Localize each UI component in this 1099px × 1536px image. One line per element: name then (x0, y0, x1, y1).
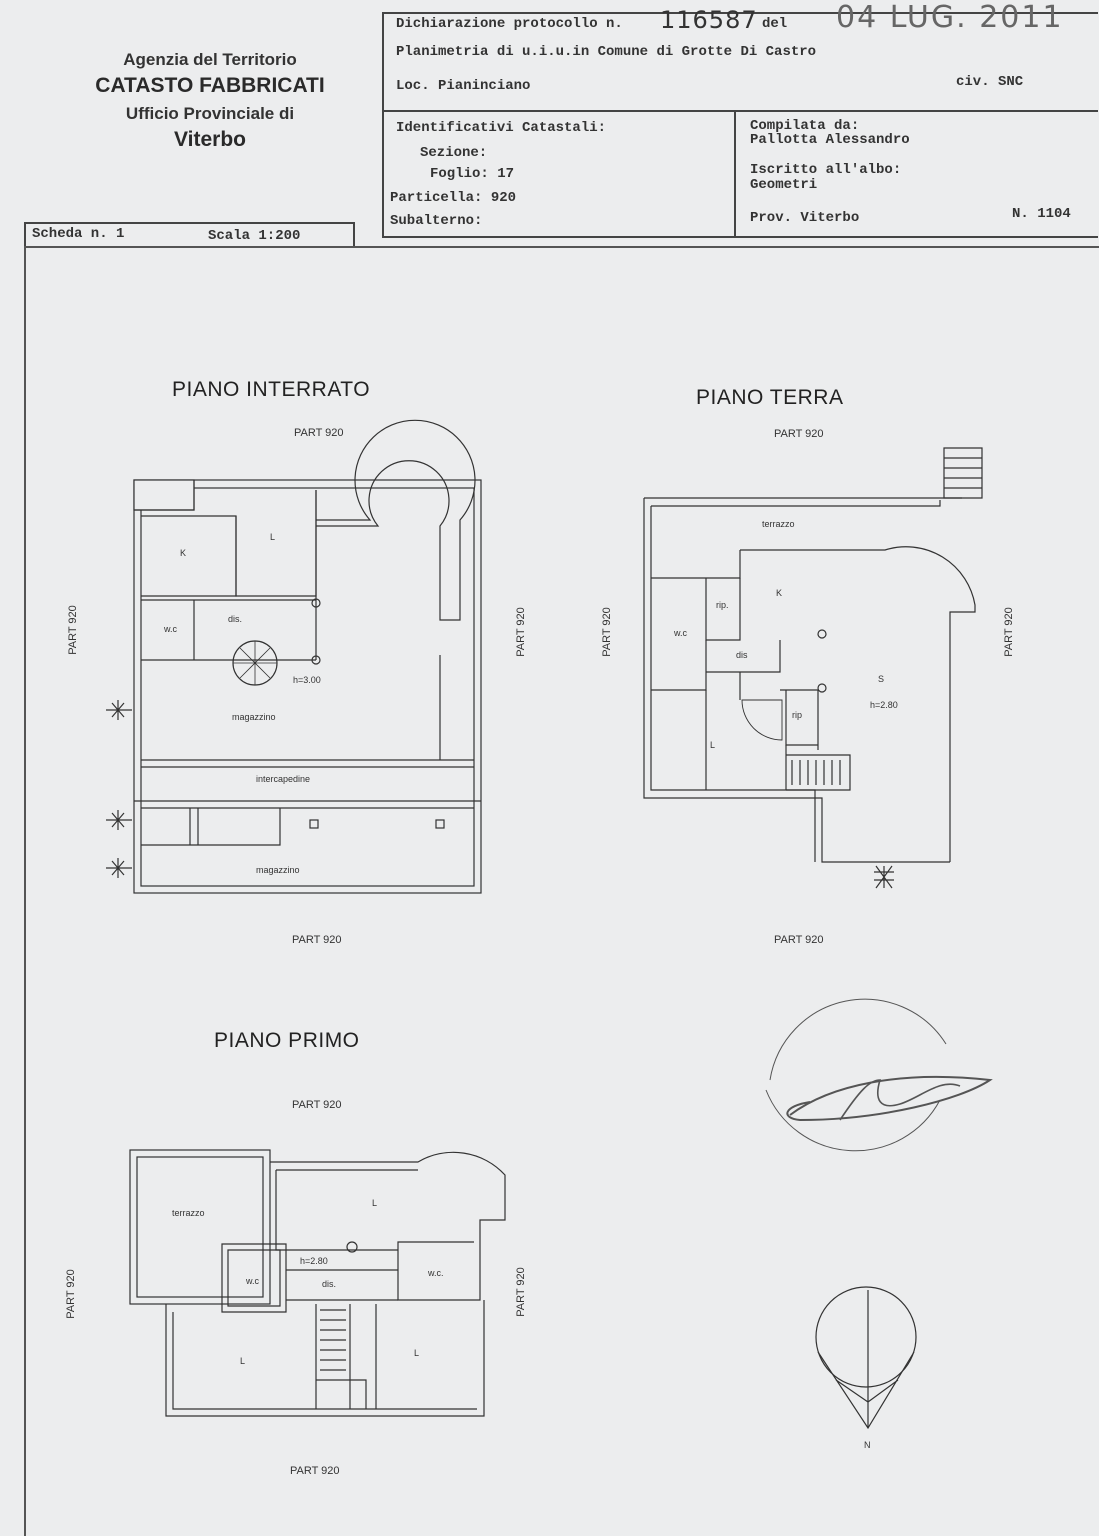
room-dis: dis. (322, 1279, 336, 1289)
plan-primo (129, 1149, 506, 1417)
plan-interrato (106, 419, 482, 894)
protocol-number: 116587 (660, 6, 758, 34)
room-dis: dis (736, 650, 748, 660)
sezione: Sezione: (420, 145, 488, 161)
iscritto-label: Iscritto all'albo: (750, 162, 902, 178)
room-wc: w.c. (427, 1268, 444, 1278)
part-label: PART 920 (774, 934, 824, 946)
foglio: Foglio: 17 (430, 166, 515, 182)
compilata-label: Compilata da: (750, 118, 860, 134)
room-height: h=2.80 (300, 1256, 328, 1266)
room-l: L (270, 532, 275, 542)
civic-number: civ. SNC (956, 74, 1024, 90)
compilata-name: Pallotta Alessandro (750, 132, 910, 148)
plan-terra (643, 447, 983, 889)
room-terrazzo: terrazzo (172, 1208, 205, 1218)
room-rip: rip. (716, 600, 729, 610)
particella: Particella: 920 (390, 190, 517, 206)
room-wc: w.c (245, 1276, 260, 1286)
room-terrazzo: terrazzo (762, 519, 795, 529)
room-wc: w.c (673, 628, 688, 638)
room-l: L (240, 1356, 245, 1366)
room-rip: rip (792, 710, 802, 720)
scale: Scala 1:200 (208, 228, 301, 244)
room-intercapedine: intercapedine (256, 774, 310, 784)
agency-office: Ufficio Provinciale di (125, 104, 295, 123)
title-piano-primo: PIANO PRIMO (214, 1029, 360, 1052)
agency-city: Viterbo (174, 128, 246, 151)
agency-block: Agenzia del Territorio CATASTO FABBRICAT… (60, 50, 360, 152)
albo-name: Geometri (750, 177, 818, 193)
identificativi-title: Identificativi Catastali: (396, 120, 607, 136)
planimetria-line: Planimetria di u.i.u.in Comune di Grotte… (396, 44, 817, 60)
part-label: PART 920 (294, 427, 344, 439)
declaration-date: 04 LUG. 2011 (836, 0, 1064, 35)
subalterno: Subalterno: (390, 213, 483, 229)
room-height: h=2.80 (870, 700, 898, 710)
room-dis: dis. (228, 614, 242, 624)
room-magazzino: magazzino (256, 865, 300, 875)
room-l: L (414, 1348, 419, 1358)
stamp-signature (765, 998, 993, 1152)
room-k: K (776, 588, 782, 598)
agency-name: Agenzia del Territorio (123, 50, 297, 69)
part-label: PART 920 (290, 1465, 340, 1477)
part-label: PART 920 (292, 1099, 342, 1111)
room-s: S (878, 674, 884, 684)
scheda-number: Scheda n. 1 (32, 226, 125, 242)
room-l: L (710, 740, 715, 750)
room-k: K (180, 548, 186, 558)
room-magazzino: magazzino (232, 712, 276, 722)
registration-number: N. 1104 (1012, 206, 1071, 222)
drawing-frame (24, 246, 1099, 1536)
room-l: L (372, 1198, 377, 1208)
del-label: del (762, 16, 788, 32)
title-piano-terra: PIANO TERRA (696, 386, 844, 409)
title-piano-interrato: PIANO INTERRATO (172, 378, 371, 401)
part-label: PART 920 (292, 934, 342, 946)
protocol-label: Dichiarazione protocollo n. (396, 16, 623, 32)
part-label: PART 920 (774, 428, 824, 440)
agency-department: CATASTO FABBRICATI (95, 74, 325, 97)
north-label: N (864, 1440, 871, 1450)
north-arrow (815, 1286, 917, 1430)
room-height: h=3.00 (293, 675, 321, 685)
locality: Loc. Pianinciano (396, 78, 531, 94)
header-compilata-box (734, 110, 1098, 238)
province: Prov. Viterbo (750, 210, 860, 226)
room-wc: w.c (163, 624, 178, 634)
